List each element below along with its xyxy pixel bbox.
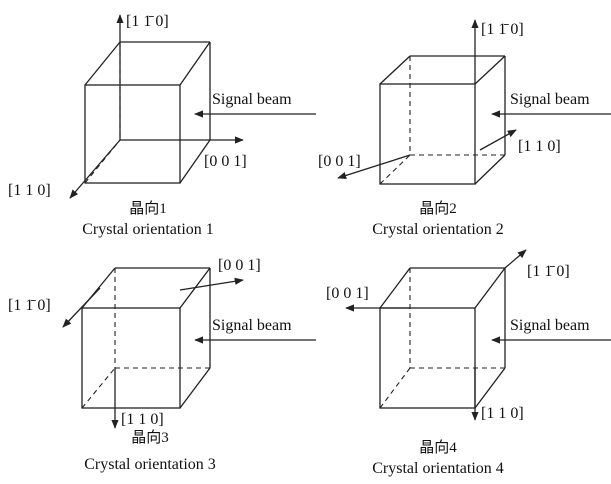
orientation-en-label: Crystal orientation 2 xyxy=(372,221,504,238)
axis-arrow-downleft xyxy=(62,287,101,328)
panel-orientation-2: [1 1̄ 0] [0 0 1] [1 1 0] Signal beam 晶向2… xyxy=(318,19,611,238)
signal-beam-label: Signal beam xyxy=(212,91,292,108)
axis-arrow-downleft xyxy=(69,139,121,199)
crystal-cube xyxy=(379,267,506,409)
axis-label-up: [1 1̄ 0] xyxy=(481,21,524,38)
axis-arrow-beamside xyxy=(479,129,517,151)
axis-arrow-upright xyxy=(179,277,244,291)
crystal-cube xyxy=(81,267,211,409)
axis-label-downleft: [1 1̄ 0] xyxy=(8,297,51,314)
orientation-en-label: Crystal orientation 4 xyxy=(372,460,504,477)
axis-arrow-upright xyxy=(504,249,527,269)
axis-label-left: [0 0 1] xyxy=(326,285,369,302)
axis-label-upright: [0 0 1] xyxy=(218,257,261,274)
orientation-cn-label: 晶向4 xyxy=(419,439,457,456)
signal-beam-label: Signal beam xyxy=(212,317,292,334)
panel-orientation-1: [1 1̄ 0] [0 0 1] [1 1 0] Signal beam 晶向1… xyxy=(8,13,316,238)
orientation-cn-label: 晶向2 xyxy=(419,200,457,217)
orientation-cn-label: 晶向3 xyxy=(131,429,169,446)
crystal-cube xyxy=(84,41,211,184)
signal-beam-label: Signal beam xyxy=(510,317,590,334)
axis-label-upright: [1 1̄ 0] xyxy=(527,263,570,280)
panel-orientation-4: [1 1̄ 0] [0 0 1] [1 1 0] Signal beam 晶向4… xyxy=(326,249,611,477)
orientation-en-label: Crystal orientation 3 xyxy=(84,456,216,473)
axis-label-downleft: [1 1 0] xyxy=(8,182,51,199)
orientation-en-label: Crystal orientation 1 xyxy=(82,221,214,238)
crystal-cube xyxy=(379,55,506,185)
signal-beam-label: Signal beam xyxy=(510,91,590,108)
axis-label-beamside: [1 1 0] xyxy=(518,138,561,155)
axis-label-right: [0 0 1] xyxy=(204,153,247,170)
axis-label-left: [0 0 1] xyxy=(318,153,361,170)
axis-label-down: [1 1 0] xyxy=(481,405,524,422)
orientation-cn-label: 晶向1 xyxy=(129,200,167,217)
axis-arrow-left xyxy=(337,154,411,179)
axis-label-up: [1 1̄ 0] xyxy=(126,13,169,30)
axis-label-down: [1 1 0] xyxy=(121,411,164,428)
panel-orientation-3: [0 0 1] [1 1̄ 0] [1 1 0] Signal beam 晶向3… xyxy=(8,257,316,473)
